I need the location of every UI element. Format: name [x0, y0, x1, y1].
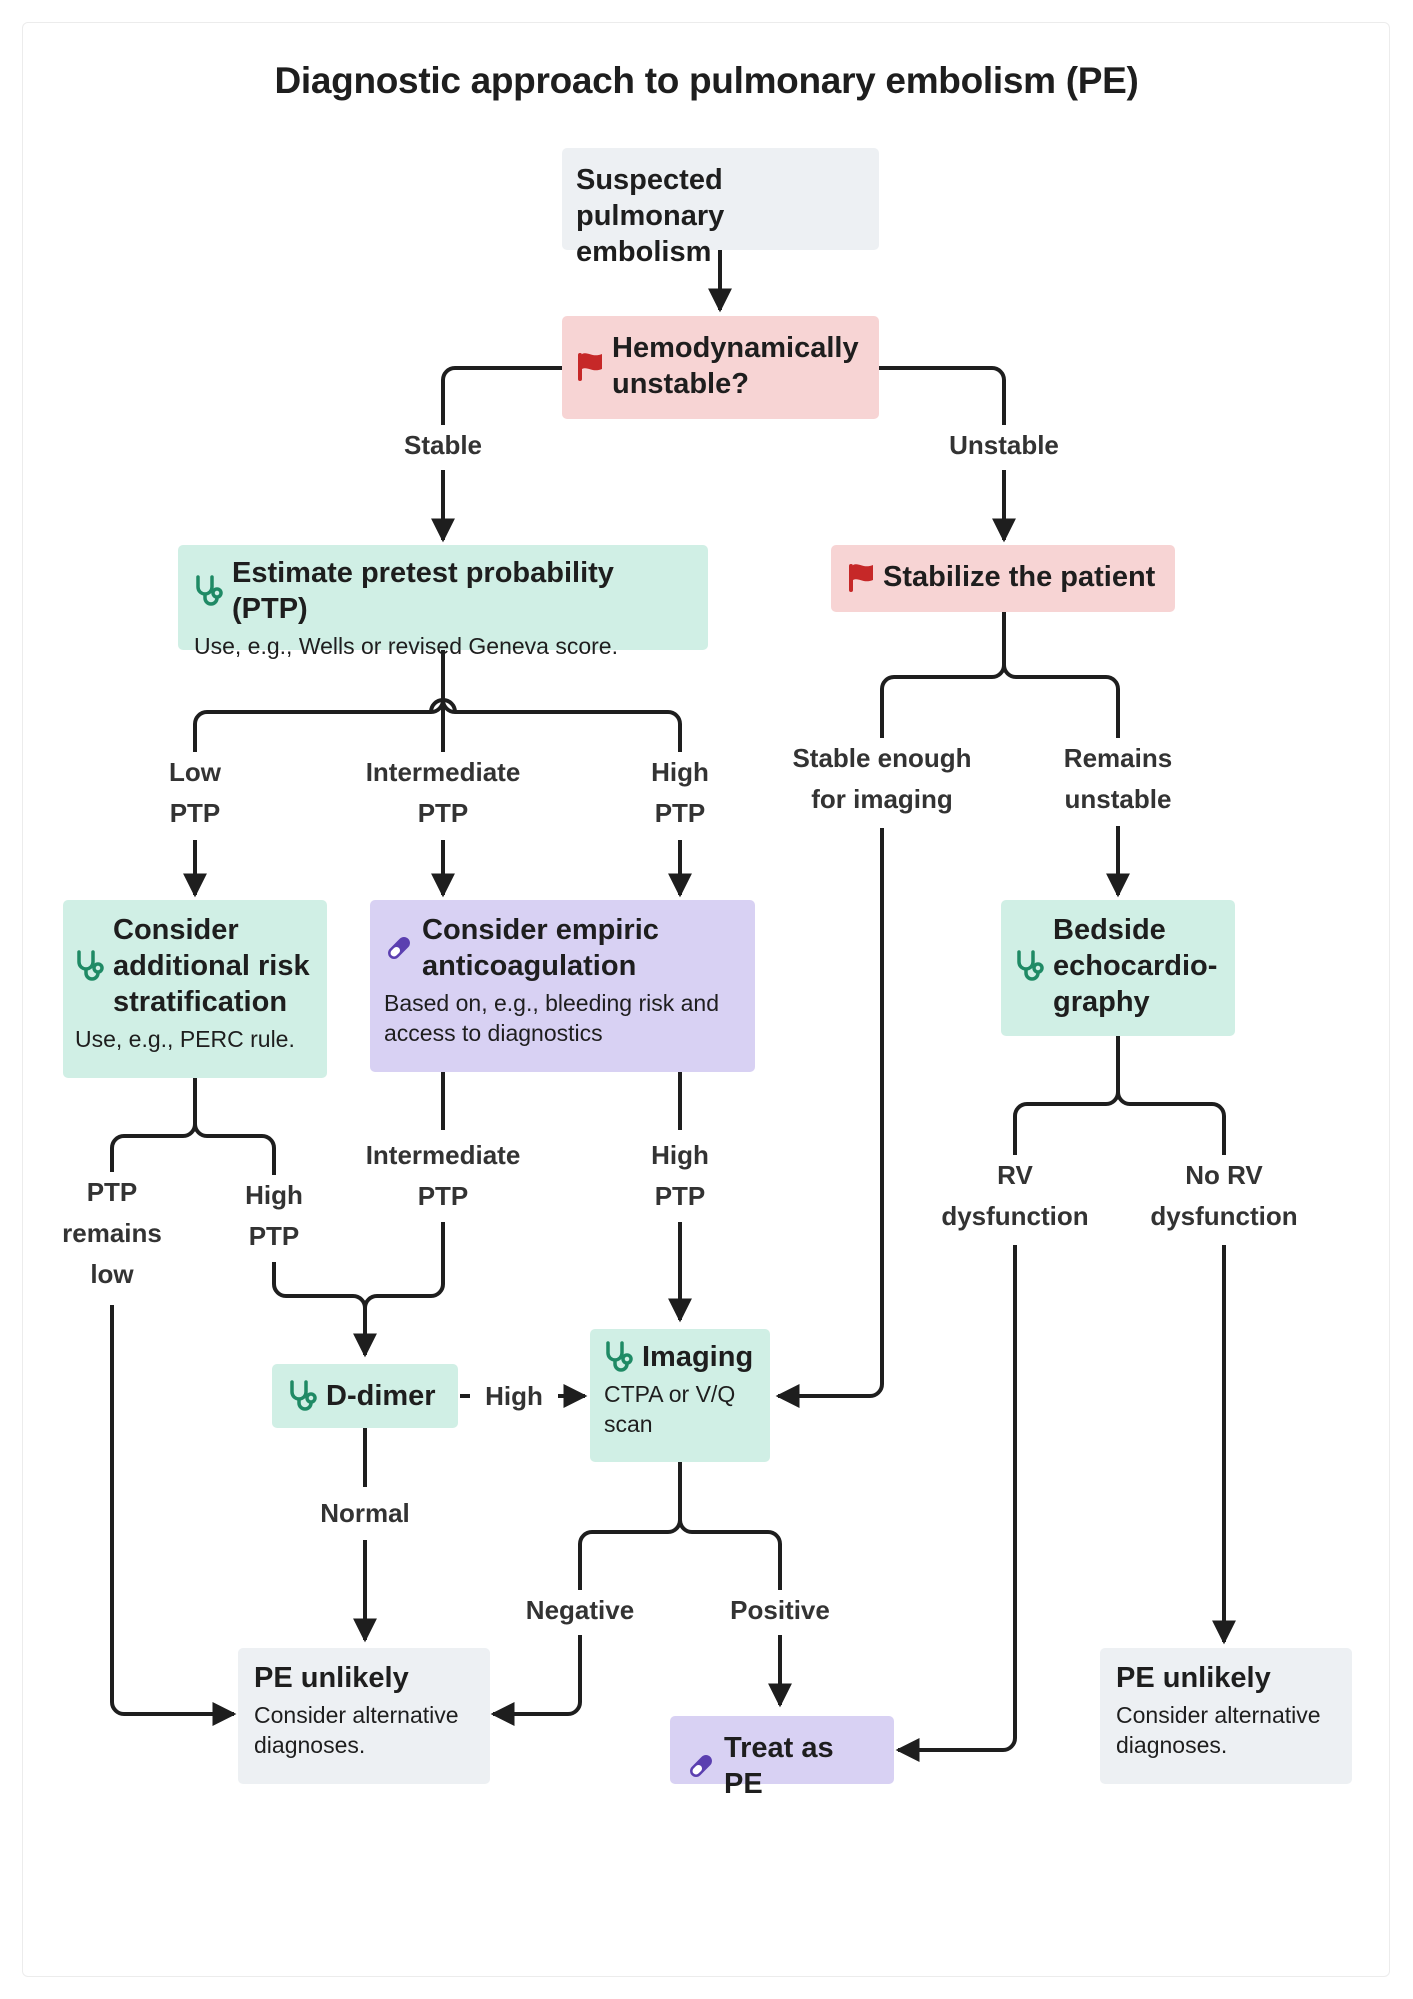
node-heading: Consider empiric anticoagulation — [422, 914, 659, 982]
node-risk-stratification: Consider additional risk stratification … — [63, 900, 327, 1078]
edge-rv-to-treat — [895, 1245, 1017, 1762]
node-bedside-echocardiography: Bedside echocardio-graphy — [1001, 900, 1235, 1036]
edge-label-unstable: Unstable — [929, 425, 1079, 466]
node-imaging: Imaging CTPA or V/Q scan — [590, 1329, 770, 1462]
edge-label-ddimer-normal: Normal — [305, 1493, 425, 1534]
node-heading: Stabilize the patient — [883, 561, 1156, 593]
edge-ptp-low — [193, 699, 445, 752]
diagram-title: Diagnostic approach to pulmonary embolis… — [274, 60, 1139, 101]
edge-label-anticoag-high-ptp: High PTP — [630, 1135, 730, 1217]
node-hemodynamically-unstable: Hemodynamically unstable? — [562, 316, 879, 419]
stethoscope-icon — [194, 574, 224, 608]
edge-ptp-low-to-unlikely — [110, 1305, 237, 1726]
node-text: Use, e.g., PERC rule. — [75, 1026, 295, 1052]
node-heading: PE unlikely — [254, 1662, 409, 1694]
node-estimate-ptp: Estimate pretest probability (PTP) Use, … — [178, 545, 708, 659]
pill-icon — [384, 933, 414, 963]
node-treat-as-pe: Treat as PE — [670, 1716, 894, 1800]
edge-risk-high-to-ddimer — [272, 1262, 377, 1358]
node-stabilize-patient: Stabilize the patient — [831, 545, 1175, 612]
node-heading: Bedside echocardio-graphy — [1053, 914, 1218, 1018]
edge-label-low-ptp: Low PTP — [145, 752, 245, 834]
edge-ptp-high — [441, 699, 682, 752]
edge-label-remains-unstable: Remains unstable — [1048, 738, 1188, 820]
edge-label-intermediate-ptp: Intermediate PTP — [343, 752, 543, 834]
edge-risk-split — [110, 1078, 276, 1175]
stethoscope-icon — [1015, 949, 1045, 983]
node-pe-unlikely-left: PE unlikely Consider alternative diagnos… — [238, 1648, 490, 1784]
edge-label-stable-enough-for-imaging: Stable enough for imaging — [772, 738, 992, 820]
edge-label-stable: Stable — [383, 425, 503, 466]
edge-echo-split — [1013, 1036, 1226, 1155]
edge-label-imaging-negative: Negative — [515, 1590, 645, 1631]
edge-imaging-split — [578, 1462, 782, 1590]
stethoscope-icon — [288, 1379, 318, 1413]
node-text: Based on, e.g., bleeding risk and access… — [384, 990, 720, 1046]
node-text: Consider alternative diagnoses. — [254, 1702, 459, 1758]
edge-hemodynamic-stable — [441, 366, 562, 425]
node-heading: PE unlikely — [1116, 1662, 1271, 1694]
node-heading: Suspected pulmonary embolism — [576, 164, 725, 268]
pill-icon — [686, 1751, 716, 1781]
node-heading: Consider additional risk stratification — [113, 914, 310, 1018]
edge-label-ddimer-high: High — [474, 1376, 554, 1417]
node-text: Consider alternative diagnoses. — [1116, 1702, 1321, 1758]
stethoscope-icon — [75, 949, 105, 983]
edge-stable-imaging-to-imaging — [775, 828, 884, 1408]
node-empiric-anticoagulation: Consider empiric anticoagulation Based o… — [370, 900, 755, 1072]
flag-icon — [847, 560, 875, 594]
diagram-frame — [22, 22, 1390, 1977]
stethoscope-icon — [604, 1340, 634, 1374]
edge-label-rv-dysfunction: RV dysfunction — [930, 1155, 1100, 1237]
edge-label-risk-high-ptp: High PTP — [224, 1175, 324, 1257]
node-suspected-pe: Suspected pulmonary embolism — [562, 148, 879, 268]
flag-icon — [576, 349, 604, 383]
node-text: CTPA or V/Q scan — [604, 1381, 736, 1437]
node-heading: D-dimer — [326, 1380, 436, 1412]
edge-label-no-rv-dysfunction: No RV dysfunction — [1139, 1155, 1309, 1237]
node-d-dimer: D-dimer — [272, 1364, 458, 1428]
edge-negative-to-unlikely — [490, 1635, 582, 1726]
node-heading: Estimate pretest probability (PTP) — [232, 557, 614, 625]
node-heading: Hemodynamically unstable? — [612, 332, 859, 400]
edge-label-ptp-remains-low: PTP remains low — [47, 1172, 177, 1295]
edge-label-anticoag-intermediate-ptp: Intermediate PTP — [343, 1135, 543, 1217]
edge-label-imaging-positive: Positive — [720, 1590, 840, 1631]
node-pe-unlikely-right: PE unlikely Consider alternative diagnos… — [1100, 1648, 1352, 1784]
node-text: Use, e.g., Wells or revised Geneva score… — [194, 633, 618, 659]
node-heading: Imaging — [642, 1341, 754, 1373]
edge-hemodynamic-unstable — [879, 366, 1006, 425]
edge-anticoag-intermediate — [363, 1072, 445, 1309]
edge-stabilize-split — [880, 612, 1120, 738]
edge-label-high-ptp: High PTP — [630, 752, 730, 834]
node-heading: Treat as PE — [724, 1732, 834, 1800]
